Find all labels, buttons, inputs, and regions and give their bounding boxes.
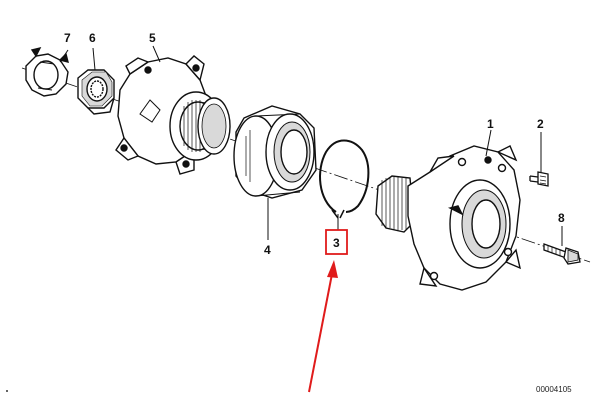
callout-4: 4 [264,243,271,257]
callout-3: 3 [333,236,340,250]
callout-7: 7 [64,31,71,45]
part-5-drive-flange [115,55,231,175]
red-arrow [308,260,338,393]
leader-5 [152,45,161,63]
callout-5: 5 [149,31,156,45]
part-8-hub-bolt [543,243,581,265]
callout-2: 2 [537,117,544,131]
part-3-circlip [319,139,370,219]
callout-1: 1 [487,117,494,131]
leader-1 [485,129,492,157]
callout-6: 6 [89,31,96,45]
part-1-wheel-hub [375,145,521,291]
center-axis [21,67,591,263]
part-4-wheel-bearing [233,105,317,199]
callout-8: 8 [558,211,565,225]
leader-7 [59,49,69,63]
reference-code: 00004105 [536,385,572,394]
part-7-lock-plate [25,46,69,97]
callout-3-highlight-box [325,229,348,255]
part-2-bolt [529,171,549,187]
leader-6 [92,47,96,71]
part-6-nut [77,69,115,115]
corner-dot [6,390,8,392]
